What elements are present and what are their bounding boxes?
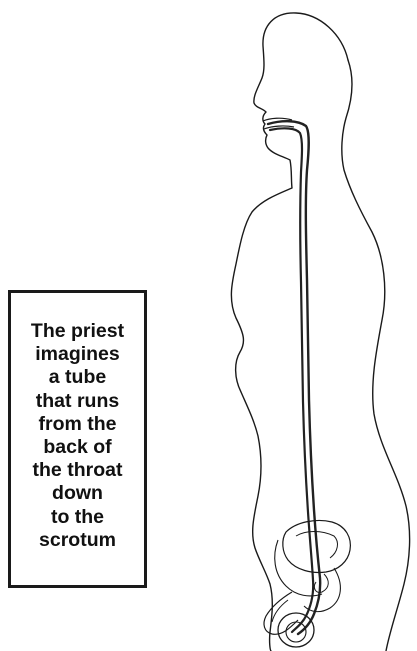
- caption-line: The priest: [31, 320, 124, 343]
- caption-text: The priest imagines a tube that runs fro…: [31, 320, 124, 552]
- caption-line: a tube: [49, 366, 106, 389]
- caption-line: from the: [39, 413, 117, 436]
- penis-inner: [272, 600, 288, 622]
- caption-line: imagines: [35, 343, 120, 366]
- caption-line: the throat: [33, 459, 123, 482]
- caption-line: down: [52, 482, 103, 505]
- caption-box: The priest imagines a tube that runs fro…: [8, 290, 147, 588]
- caption-line: to the: [51, 506, 104, 529]
- body-front-outline: [231, 13, 348, 651]
- caption-line: scrotum: [39, 529, 116, 552]
- body-back-outline: [342, 60, 410, 651]
- caption-line: that runs: [36, 390, 119, 413]
- testis: [286, 622, 306, 642]
- caption-line: back of: [43, 436, 111, 459]
